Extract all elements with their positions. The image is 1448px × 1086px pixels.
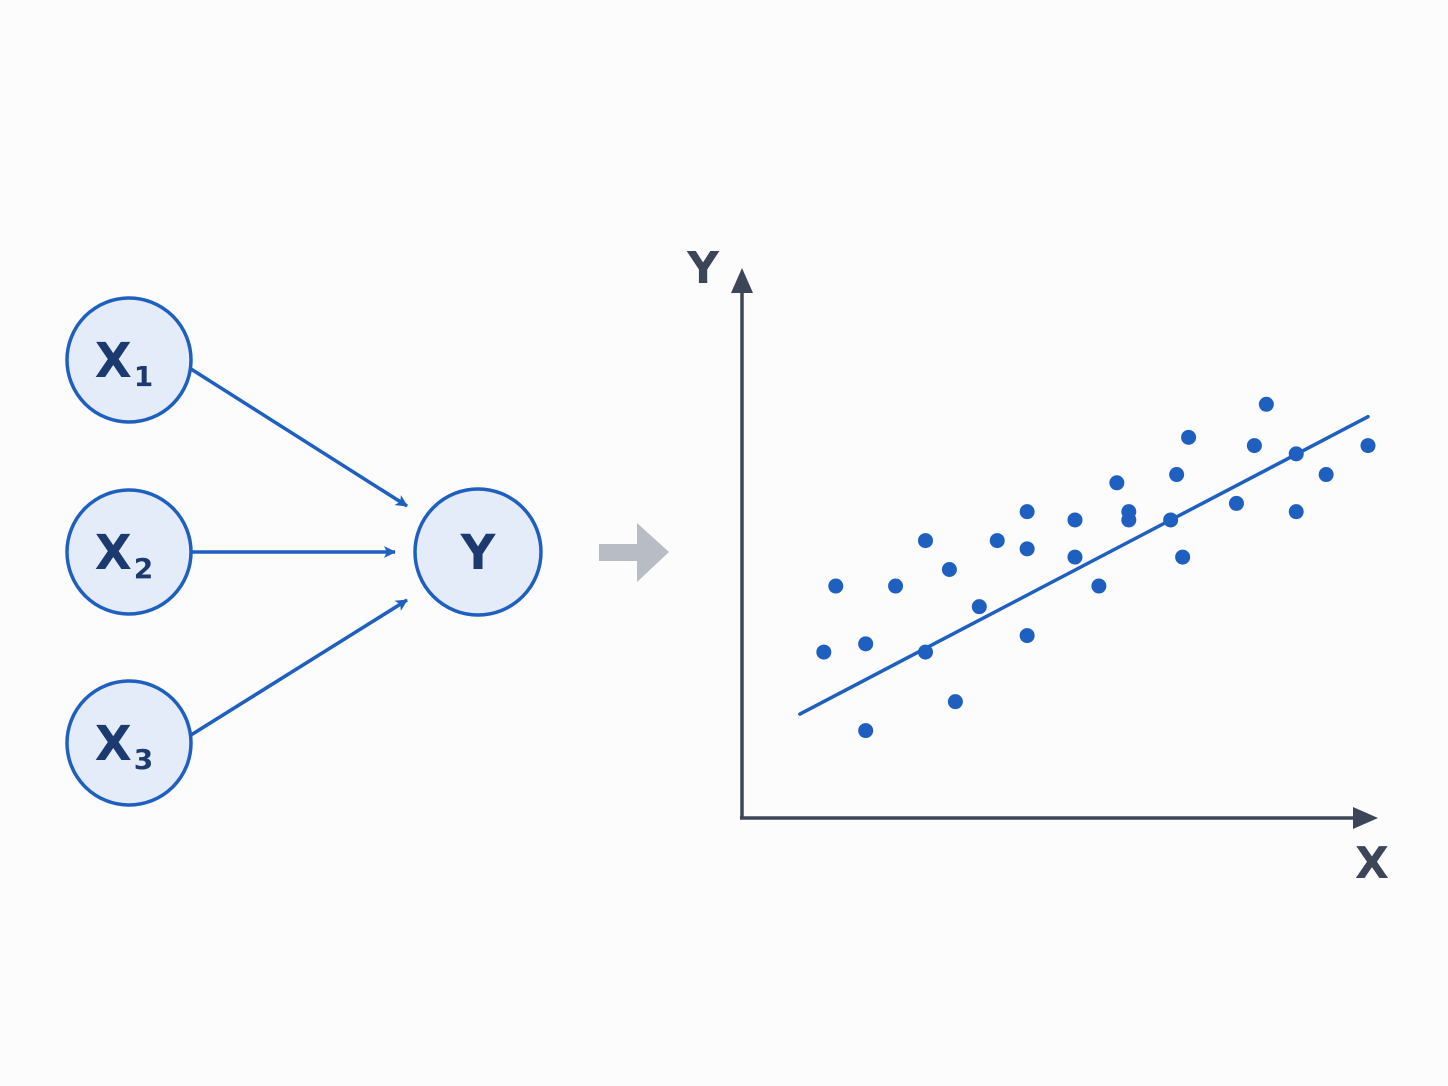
data-point	[1258, 396, 1274, 412]
data-point	[1169, 467, 1185, 483]
edge-x1-to-y	[190, 367, 408, 508]
node-label: Y	[460, 525, 497, 581]
data-point	[1175, 549, 1191, 565]
scatter-plot: Y X	[686, 243, 1389, 889]
data-point	[1019, 628, 1035, 644]
data-point	[858, 636, 874, 652]
data-point	[989, 533, 1005, 549]
data-point	[917, 644, 933, 660]
node-label: X2	[95, 525, 154, 585]
data-point	[1288, 446, 1304, 462]
network-diagram: X1 X2 X3 Y	[65, 296, 543, 807]
data-point	[1318, 467, 1334, 483]
data-points-layer	[816, 396, 1376, 739]
regression-fit-line	[798, 414, 1370, 716]
x-axis-label: X	[1355, 838, 1389, 889]
x-axis-arrowhead	[1353, 807, 1378, 829]
data-point	[1288, 504, 1304, 520]
input-node-x3: X3	[65, 679, 193, 807]
data-point	[947, 694, 963, 710]
node-letter: X	[95, 333, 132, 389]
data-point	[828, 578, 844, 594]
data-point	[888, 578, 904, 594]
node-circle	[413, 487, 543, 617]
node-subscript: 2	[134, 552, 153, 585]
node-circle	[65, 679, 193, 807]
y-axis-label: Y	[686, 243, 720, 294]
node-circle	[65, 488, 193, 616]
input-node-x1: X1	[65, 296, 193, 424]
data-point	[917, 533, 933, 549]
data-point	[1163, 512, 1179, 528]
y-axis-arrowhead	[731, 268, 753, 293]
node-subscript: 1	[134, 360, 153, 393]
data-point	[1360, 438, 1376, 454]
data-point	[1019, 504, 1035, 520]
node-subscript: 3	[134, 743, 153, 776]
node-letter: X	[95, 525, 132, 581]
data-point	[1181, 429, 1197, 445]
data-point	[1091, 578, 1107, 594]
node-label: X3	[95, 716, 154, 776]
transition-arrow-icon	[599, 523, 669, 582]
fit-line-layer	[798, 414, 1370, 716]
data-point	[1067, 512, 1083, 528]
data-point	[941, 562, 957, 577]
data-point	[1228, 495, 1244, 511]
node-label: X1	[95, 333, 154, 393]
data-point	[1019, 541, 1035, 557]
output-node-y: Y	[413, 487, 543, 617]
data-point	[1067, 549, 1083, 565]
edge-x3-to-y	[190, 598, 408, 737]
data-point	[1246, 438, 1262, 454]
data-point	[816, 644, 832, 660]
node-letter: X	[95, 716, 132, 772]
data-point	[1109, 475, 1125, 491]
node-circle	[65, 296, 193, 424]
data-point	[858, 723, 874, 739]
data-point	[1121, 504, 1137, 520]
data-point	[971, 599, 987, 615]
input-node-x2: X2	[65, 488, 193, 616]
